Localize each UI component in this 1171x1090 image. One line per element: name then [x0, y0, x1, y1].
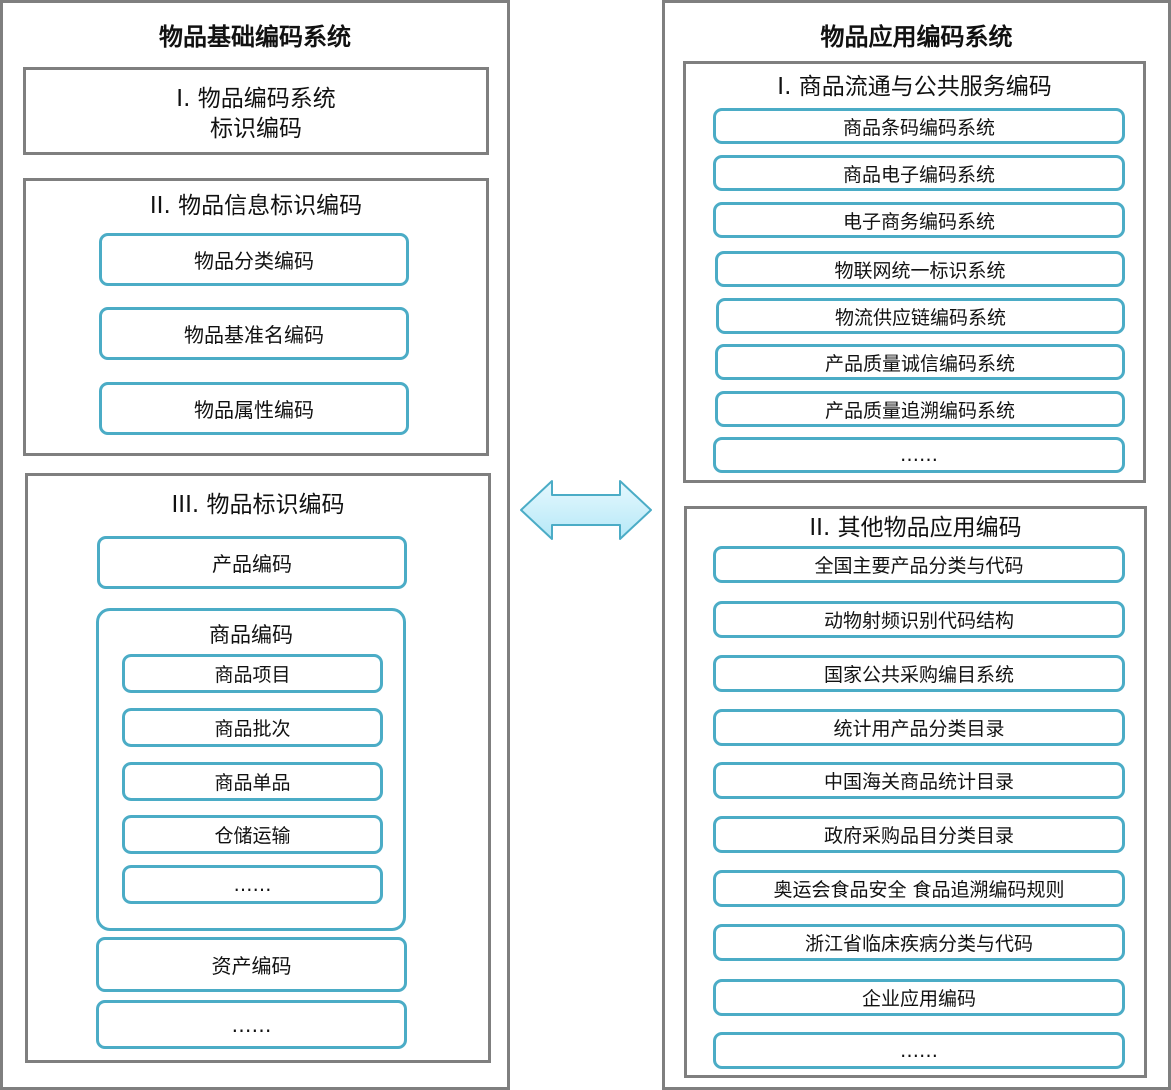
section1-line2: 标识编码: [210, 116, 302, 142]
item-id-more[interactable]: ……: [96, 1000, 407, 1049]
other-coding-item[interactable]: 中国海关商品统计目录: [713, 762, 1125, 799]
commodity-more[interactable]: ……: [122, 865, 383, 904]
item-classification-code[interactable]: 物品分类编码: [99, 233, 409, 286]
section1-line1: I. 物品编码系统: [176, 86, 336, 112]
basic-coding-system-title: 物品基础编码系统: [159, 23, 351, 51]
other-coding-item[interactable]: 政府采购品目分类目录: [713, 816, 1125, 853]
right-section2-title: II. 其他物品应用编码: [809, 515, 1022, 541]
commerce-coding-item[interactable]: 产品质量诚信编码系统: [715, 344, 1125, 380]
product-code[interactable]: 产品编码: [97, 536, 407, 589]
other-coding-item[interactable]: 企业应用编码: [713, 979, 1125, 1016]
commodity-item[interactable]: 商品项目: [122, 654, 383, 693]
item-base-name-code[interactable]: 物品基准名编码: [99, 307, 409, 360]
asset-code[interactable]: 资产编码: [96, 937, 407, 992]
item-coding-system-id-section: I. 物品编码系统 标识编码: [23, 67, 489, 155]
commerce-coding-item[interactable]: 产品质量追溯编码系统: [715, 391, 1125, 427]
right-section1-title: I. 商品流通与公共服务编码: [777, 74, 1052, 100]
double-arrow-icon: [520, 480, 652, 540]
section2-title: II. 物品信息标识编码: [149, 193, 363, 219]
commodity-code-title: 商品编码: [209, 623, 293, 647]
other-coding-item[interactable]: 奥运会食品安全 食品追溯编码规则: [713, 870, 1125, 907]
commodity-unit[interactable]: 商品单品: [122, 762, 383, 801]
commerce-coding-item[interactable]: ……: [713, 437, 1125, 473]
commerce-coding-item[interactable]: 物联网统一标识系统: [715, 251, 1125, 287]
other-coding-item[interactable]: 全国主要产品分类与代码: [713, 546, 1125, 583]
section3-title: III. 物品标识编码: [171, 492, 345, 518]
other-coding-item[interactable]: 动物射频识别代码结构: [713, 601, 1125, 638]
other-coding-item[interactable]: ……: [713, 1032, 1125, 1069]
other-coding-item[interactable]: 浙江省临床疾病分类与代码: [713, 924, 1125, 961]
commodity-batch[interactable]: 商品批次: [122, 708, 383, 747]
application-coding-system-title: 物品应用编码系统: [820, 23, 1013, 51]
commerce-coding-item[interactable]: 商品电子编码系统: [713, 155, 1125, 191]
commerce-coding-item[interactable]: 电子商务编码系统: [713, 202, 1125, 238]
other-coding-item[interactable]: 统计用产品分类目录: [713, 709, 1125, 746]
other-coding-item[interactable]: 国家公共采购编目系统: [713, 655, 1125, 692]
storage-transport[interactable]: 仓储运输: [122, 815, 383, 854]
commerce-coding-item[interactable]: 物流供应链编码系统: [716, 298, 1125, 334]
commerce-coding-item[interactable]: 商品条码编码系统: [713, 108, 1125, 144]
item-attribute-code[interactable]: 物品属性编码: [99, 382, 409, 435]
